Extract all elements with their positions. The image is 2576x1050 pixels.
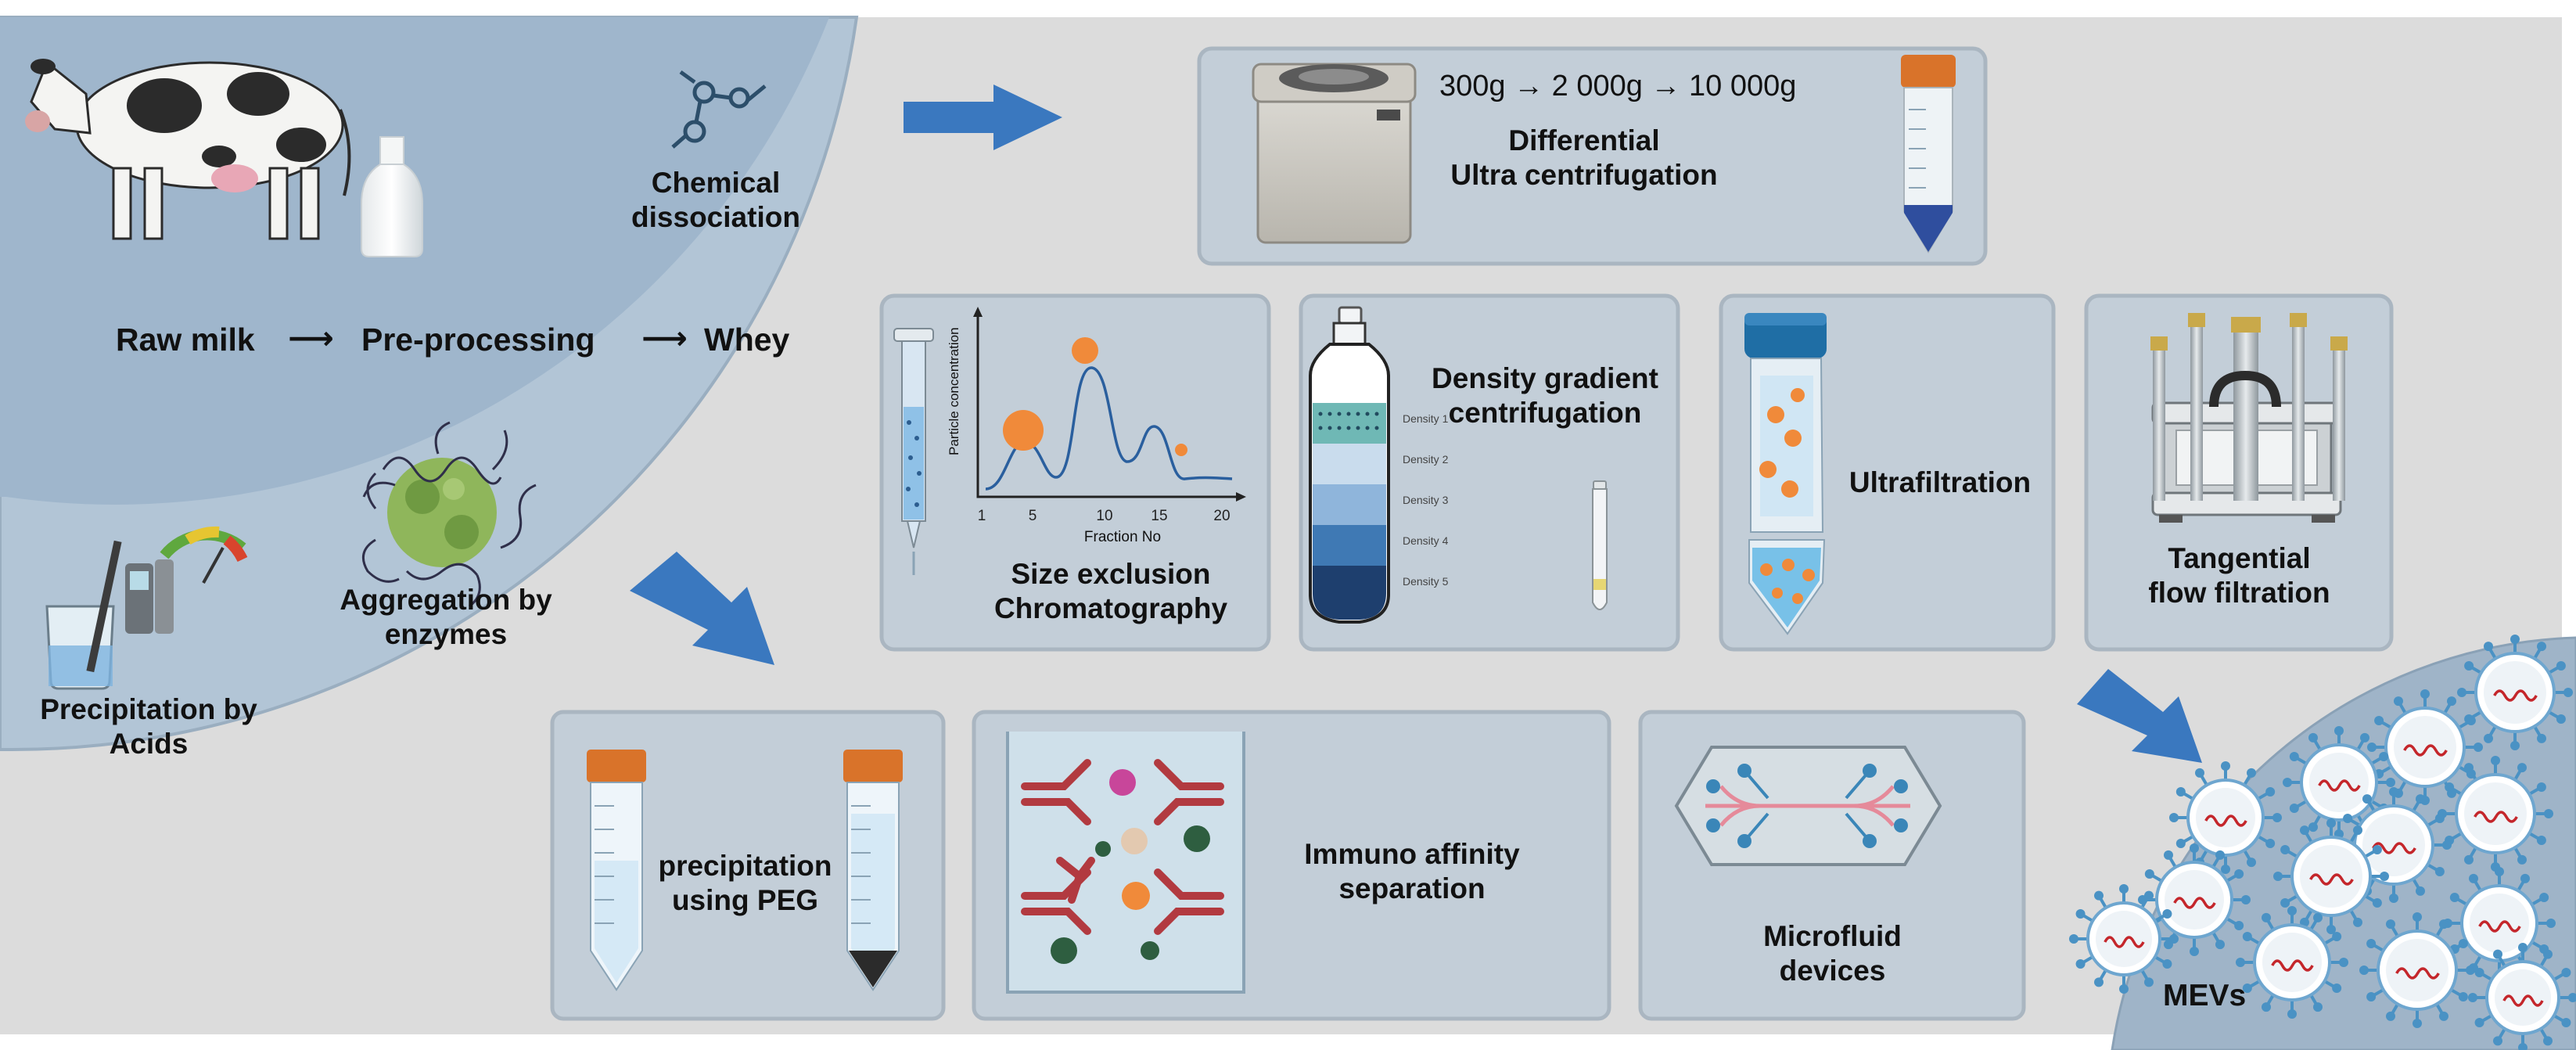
sec-ylabel: Particle concentration	[946, 327, 961, 455]
flow-arrow-1: ⟶	[288, 320, 334, 356]
sec-column-icon	[893, 328, 934, 575]
peg-tube-left-icon	[587, 750, 646, 991]
mev-vesicle	[2359, 912, 2475, 1028]
density-layer-label: Density 5	[1403, 575, 1449, 588]
density-panel	[1299, 293, 1680, 652]
density-layer	[1313, 525, 1386, 566]
falcon-tube-icon	[1901, 55, 1956, 254]
density-layer-label: Density 2	[1403, 453, 1449, 466]
mev-vesicle	[2283, 726, 2395, 839]
density-layer-label: Density 1	[1403, 412, 1449, 425]
chemical-structure-icon	[671, 70, 767, 149]
whey-label: Whey	[704, 322, 790, 358]
mev-vesicle	[2336, 787, 2452, 903]
mev-vesicle	[2457, 635, 2573, 750]
density-layers: Density 1 Density 2 Density 3 Density 4 Dens…	[1313, 403, 1449, 620]
mev-vesicle	[2236, 906, 2348, 1019]
mev-vesicles	[2069, 635, 2576, 1050]
immuno-container-icon	[1006, 732, 1245, 994]
mev-vesicle	[2367, 689, 2483, 805]
density-layer	[1313, 403, 1386, 444]
pre-processing-label: Pre-processing	[361, 322, 595, 358]
flow-arrow-2: ⟶	[641, 320, 688, 356]
sec-particle-medium	[1072, 337, 1098, 364]
peg-panel	[550, 710, 946, 1021]
arrow-right-icon	[904, 85, 1062, 150]
centrifuge-icon	[1252, 63, 1417, 244]
density-layer	[1313, 566, 1386, 620]
ultrafiltration-label: Ultrafiltration	[1848, 466, 2032, 498]
mev-vesicle	[2468, 943, 2576, 1050]
ph-meter-icon	[45, 526, 248, 690]
mev-vesicle	[2138, 843, 2251, 956]
enzyme-aggregate-icon	[361, 421, 537, 608]
mevs-label: MEVs	[2163, 979, 2247, 1012]
mev-vesicle	[2169, 761, 2282, 874]
sec-tick-label: 20	[1213, 508, 1230, 524]
sec-tick-label: 5	[1029, 508, 1037, 524]
mev-vesicle	[2443, 867, 2556, 980]
raw-milk-label: Raw milk	[116, 322, 255, 358]
microfluid-chip-icon	[1674, 746, 1942, 866]
centrifugation-speeds: 300g → 2 000g → 10 000g	[1439, 70, 1797, 102]
density-layer	[1313, 444, 1386, 484]
sec-tick-label: 10	[1096, 508, 1112, 524]
density-layer	[1313, 484, 1386, 525]
milk-bottle-icon	[361, 136, 423, 257]
cow-icon	[25, 59, 351, 240]
sec-xlabel: Fraction No	[1083, 529, 1162, 545]
small-tube-icon	[1592, 480, 1608, 610]
sec-tick-label: 1	[978, 508, 986, 524]
mev-vesicle	[2273, 818, 2389, 934]
density-layer-label: Density 4	[1403, 534, 1449, 547]
ultrafiltration-tube-icon	[1744, 313, 1827, 635]
mev-vesicle	[2069, 884, 2179, 994]
tff-device-icon	[2150, 313, 2348, 523]
peg-tube-right-icon	[843, 750, 903, 991]
sec-particle-large	[1003, 410, 1044, 451]
sec-tick-label: 15	[1151, 508, 1167, 524]
arrow-down-right-icon-left	[630, 552, 774, 665]
arrow-down-right-icon-right	[2077, 669, 2202, 763]
sec-chart-axes	[976, 309, 1244, 498]
sec-particle-small	[1175, 444, 1187, 456]
density-layer-label: Density 3	[1403, 494, 1449, 506]
